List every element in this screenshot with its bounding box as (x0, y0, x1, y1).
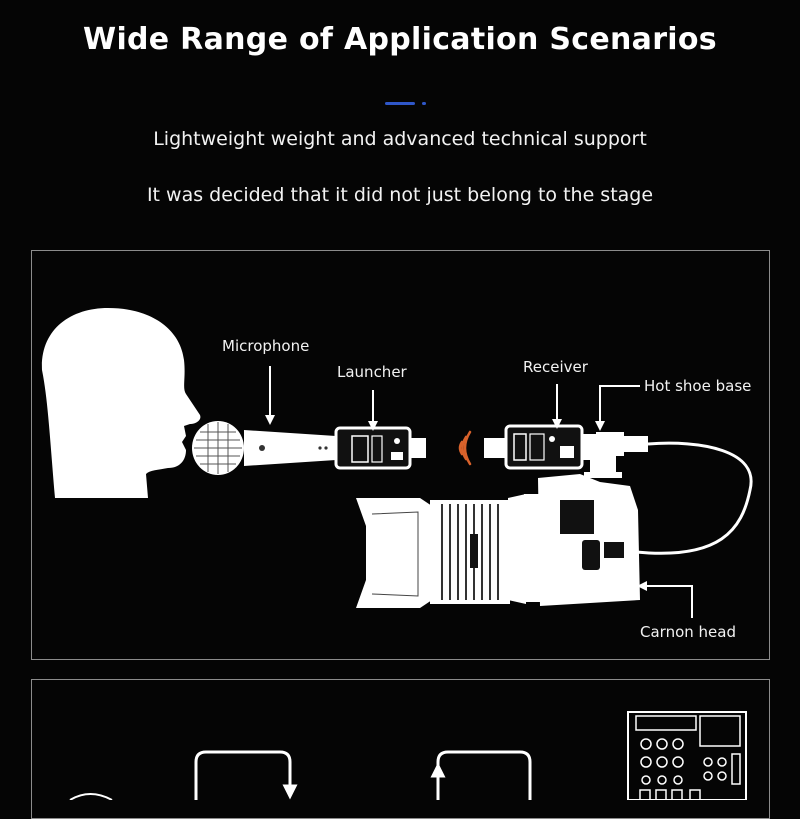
label-microphone: Microphone (222, 337, 309, 355)
audio-cable (635, 441, 753, 555)
camera-illustration (356, 474, 640, 608)
scenario-diagram: Microphone Launcher Receiver Hot shoe ba… (41, 308, 753, 800)
title-accent-underline (385, 102, 415, 105)
page-title: Wide Range of Application Scenarios (83, 22, 717, 57)
label-hot-shoe-base: Hot shoe base (644, 377, 751, 395)
hot-shoe-connector (584, 432, 648, 478)
audio-mixer-illustration (627, 711, 747, 800)
callout-arrows (265, 366, 693, 618)
label-cannon-head: Carnon head (640, 623, 736, 641)
subtitle-stage: It was decided that it did not just belo… (146, 184, 654, 206)
head-silhouette (41, 308, 201, 498)
title-accent-dot (422, 102, 426, 105)
label-launcher: Launcher (337, 363, 408, 381)
launcher-device (334, 426, 426, 470)
wireless-signal-icon (458, 430, 472, 466)
label-receiver: Receiver (523, 358, 589, 376)
scenario-panel-camera (31, 250, 770, 660)
receiver-device (484, 424, 596, 470)
bottom-partial-curve (69, 793, 113, 800)
microphone-illustration (192, 421, 336, 475)
subtitle-lightweight: Lightweight weight and advanced technica… (153, 128, 647, 150)
bottom-flow-arrows (194, 750, 532, 800)
